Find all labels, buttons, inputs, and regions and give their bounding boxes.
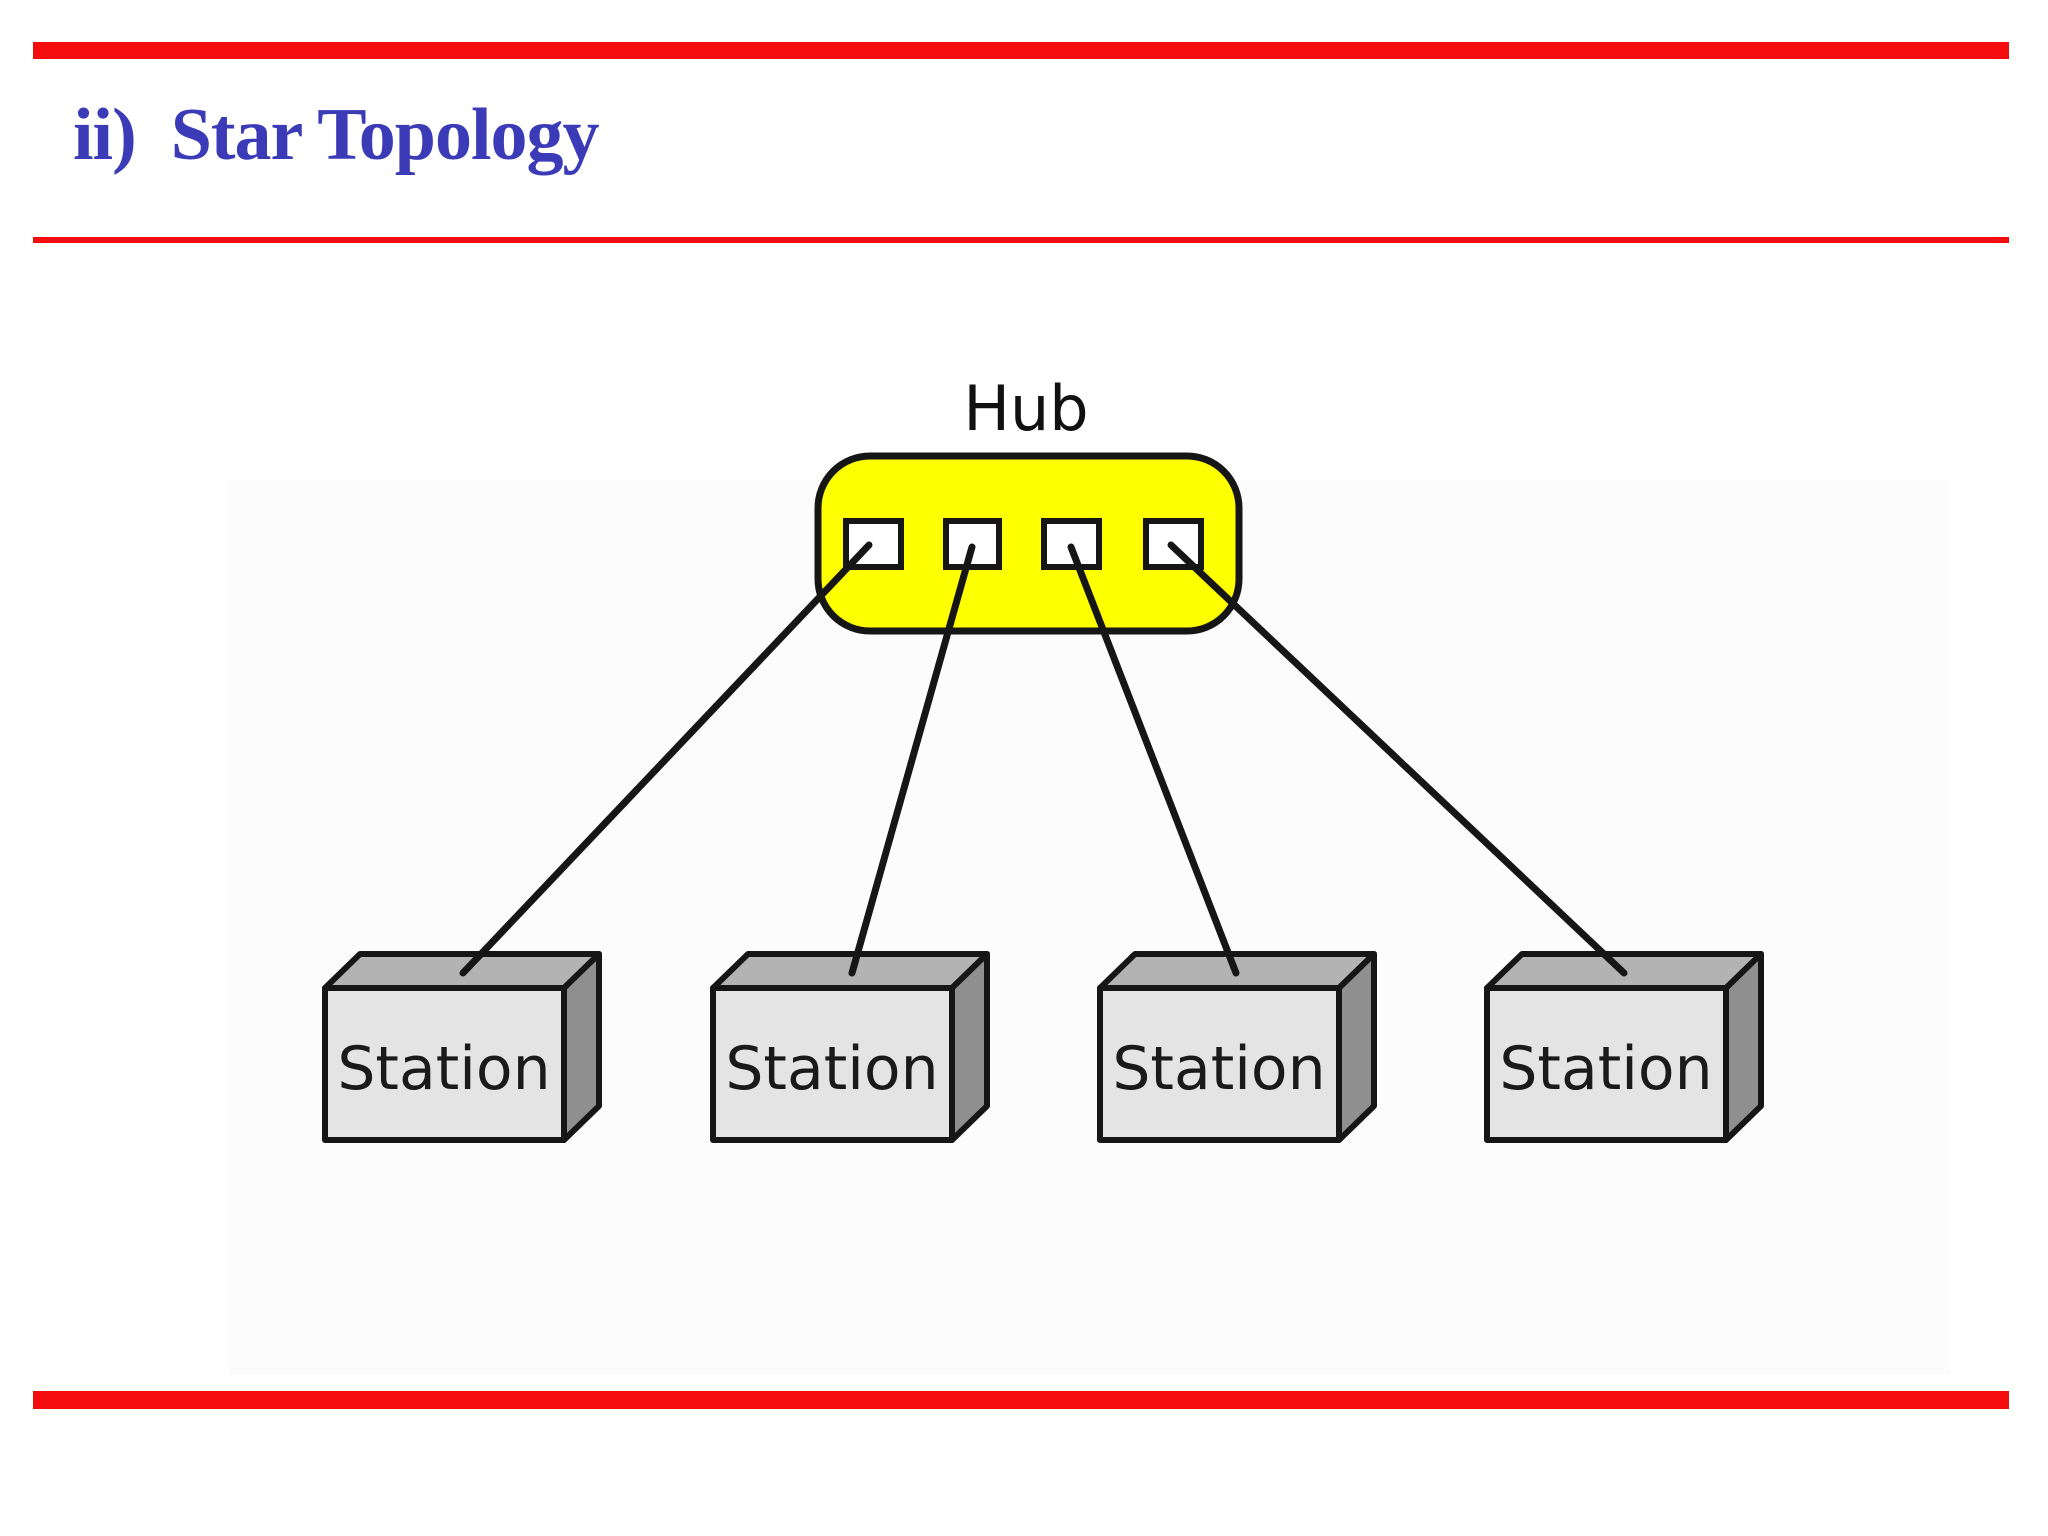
station-1: Station [322,951,602,1143]
station-label: Station [1112,1034,1325,1104]
link-line-1 [459,541,873,977]
station-side-face [561,951,602,1143]
station-2: Station [710,951,990,1143]
station-label: Station [1499,1034,1712,1104]
top-red-bar [33,42,2009,59]
station-3: Station [1097,951,1377,1143]
link-line-3 [1067,543,1240,977]
hub-station-links [459,541,1628,977]
title-underline-rule [33,237,2009,243]
hub-box [814,452,1243,635]
station-side-face [1723,951,1764,1143]
station-front-face [1097,985,1342,1143]
page-title: ii) Star Topology [73,94,600,176]
station-front-face [1484,985,1729,1143]
station-front-face [710,985,955,1143]
station-4: Station [1484,951,1764,1143]
bottom-red-bar [33,1391,2009,1409]
station-side-face [949,951,990,1143]
link-line-2 [848,543,976,977]
station-label: Station [337,1034,550,1104]
link-line-4 [1167,541,1628,977]
station-side-face [1336,951,1377,1143]
station-label: Station [725,1034,938,1104]
hub-device [814,452,1243,635]
hub-label: Hub [963,372,1088,445]
station-front-face [322,985,567,1143]
